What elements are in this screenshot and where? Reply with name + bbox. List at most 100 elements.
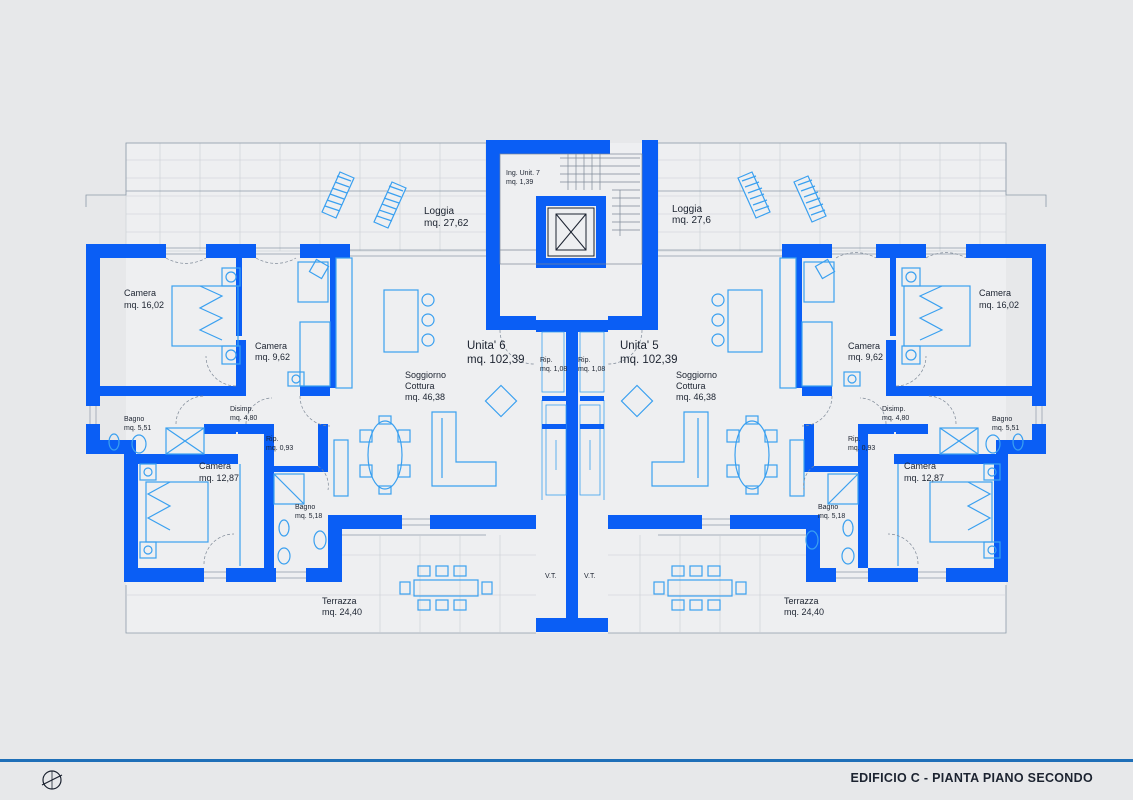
sun-lounger-icon	[793, 175, 827, 223]
label-bagno2-left-area: mq. 5,18	[295, 513, 322, 520]
desk-icon	[801, 258, 861, 387]
label-soggiorno-right-area: mq. 46,38	[676, 392, 716, 402]
furniture	[108, 171, 1024, 611]
label-bagno1-left-area: mq. 5,51	[124, 425, 151, 432]
toilet-icon	[1012, 433, 1024, 451]
label-rip-right: Rip.	[578, 357, 591, 364]
label-camera2-right-area: mq. 9,62	[848, 352, 883, 362]
walls	[86, 140, 1046, 632]
toilet-icon	[108, 433, 120, 451]
label-camera2-left-area: mq. 9,62	[255, 352, 290, 362]
label-bagno2-left: Bagno	[295, 504, 315, 511]
label-disimp-left: Disimp.	[230, 406, 253, 413]
tv-unit	[333, 439, 349, 497]
label-unit-6-area: mq. 102,39	[467, 354, 525, 366]
kitchen-counter	[335, 257, 353, 389]
label-unit-6: Unita' 6	[467, 340, 506, 352]
double-bed-icon	[139, 463, 209, 559]
label-terrazza-right-area: mq. 24,40	[784, 607, 824, 617]
label-ing: Ing. Unit. 7	[506, 170, 540, 177]
staircase	[499, 153, 643, 265]
railing	[85, 142, 1047, 634]
label-cottura-left: Cottura	[405, 381, 435, 391]
sink-icon	[313, 530, 327, 550]
label-camera3-right-area: mq. 12,87	[904, 473, 944, 483]
label-disimp-left-area: mq. 4,80	[230, 415, 257, 422]
sink-icon	[841, 547, 855, 565]
label-unit-5: Unita' 5	[620, 340, 659, 352]
sofa-icon	[651, 411, 709, 487]
label-cottura-right: Cottura	[676, 381, 706, 391]
sofa-icon	[431, 411, 497, 487]
label-rip-left-unit-area: mq. 0,93	[266, 445, 293, 452]
terrace-pavement	[126, 535, 1006, 633]
label-bagno2-right: Bagno	[818, 504, 838, 511]
sun-lounger-icon	[737, 171, 771, 219]
label-terrazza-left: Terrazza	[322, 596, 357, 606]
label-camera2-right: Camera	[848, 341, 880, 351]
sink-icon	[805, 530, 819, 550]
core-storage-walls	[542, 396, 604, 429]
bathtub-icon	[165, 427, 205, 455]
label-disimp-right: Disimp.	[882, 406, 905, 413]
shower-icon	[273, 473, 305, 505]
double-bed-icon	[901, 267, 971, 365]
label-loggia-right: Loggia	[672, 204, 702, 215]
kitchen-counter	[779, 257, 797, 389]
window-lines	[89, 247, 1043, 579]
label-camera1-right-area: mq. 16,02	[979, 300, 1019, 310]
toilet-icon	[842, 519, 854, 537]
label-terrazza-right: Terrazza	[784, 596, 819, 606]
floor-plan: Ing. Unit. 7 mq. 1,39 Rip. mq. 1,08 Rip.…	[85, 140, 1047, 634]
dining-table-icon	[726, 415, 778, 495]
label-disimp-right-area: mq. 4,80	[882, 415, 909, 422]
label-loggia-left-area: mq. 27,62	[424, 218, 469, 229]
label-camera3-left-area: mq. 12,87	[199, 473, 239, 483]
label-soggiorno-left-area: mq. 46,38	[405, 392, 445, 402]
sun-lounger-icon	[373, 181, 407, 229]
label-soggiorno-left: Soggiorno	[405, 370, 446, 380]
label-camera1-right: Camera	[979, 288, 1011, 298]
label-camera3-right: Camera	[904, 461, 936, 471]
kitchen-island-icon	[711, 289, 763, 353]
armchair-icon	[484, 384, 518, 418]
label-bagno1-right: Bagno	[992, 416, 1012, 423]
sink-icon	[985, 434, 1001, 454]
label-camera2-left: Camera	[255, 341, 287, 351]
label-bagno2-right-area: mq. 5,18	[818, 513, 845, 520]
double-bed-icon	[929, 463, 1001, 559]
label-camera1-left: Camera	[124, 288, 156, 298]
label-unit-5-area: mq. 102,39	[620, 354, 678, 366]
label-ing-area: mq. 1,39	[506, 179, 533, 186]
bathtub-icon	[939, 427, 979, 455]
elevator-icon	[547, 207, 595, 257]
label-rip-left-unit: Rip.	[266, 436, 279, 443]
dining-table-icon	[359, 415, 411, 495]
label-camera1-left-area: mq. 16,02	[124, 300, 164, 310]
label-loggia-right-area: mq. 27,6	[672, 215, 711, 226]
label-rip-right-unit-area: mq. 0,93	[848, 445, 875, 452]
label-rip-right-area: mq. 1,08	[578, 366, 605, 373]
label-vt-left: V.T.	[545, 573, 556, 580]
label-bagno1-right-area: mq. 5,51	[992, 425, 1019, 432]
label-soggiorno-right: Soggiorno	[676, 370, 717, 380]
label-terrazza-left-area: mq. 24,40	[322, 607, 362, 617]
toilet-icon	[278, 519, 290, 537]
label-bagno1-left: Bagno	[124, 416, 144, 423]
sink-icon	[131, 434, 147, 454]
armchair-icon	[620, 384, 654, 418]
north-arrow-icon	[41, 770, 63, 790]
shower-icon	[827, 473, 859, 505]
kitchen-island-icon	[383, 289, 435, 353]
outdoor-table-icon	[653, 565, 747, 611]
label-loggia-left: Loggia	[424, 206, 454, 217]
core-storage	[541, 331, 605, 500]
door-swings	[165, 252, 967, 565]
sink-icon	[277, 547, 291, 565]
label-vt-right: V.T.	[584, 573, 595, 580]
footer-rule	[0, 759, 1133, 762]
label-rip-left-area: mq. 1,08	[540, 366, 567, 373]
label-rip-right-unit: Rip.	[848, 436, 861, 443]
outdoor-table-icon	[399, 565, 493, 611]
desk-icon	[287, 258, 331, 387]
